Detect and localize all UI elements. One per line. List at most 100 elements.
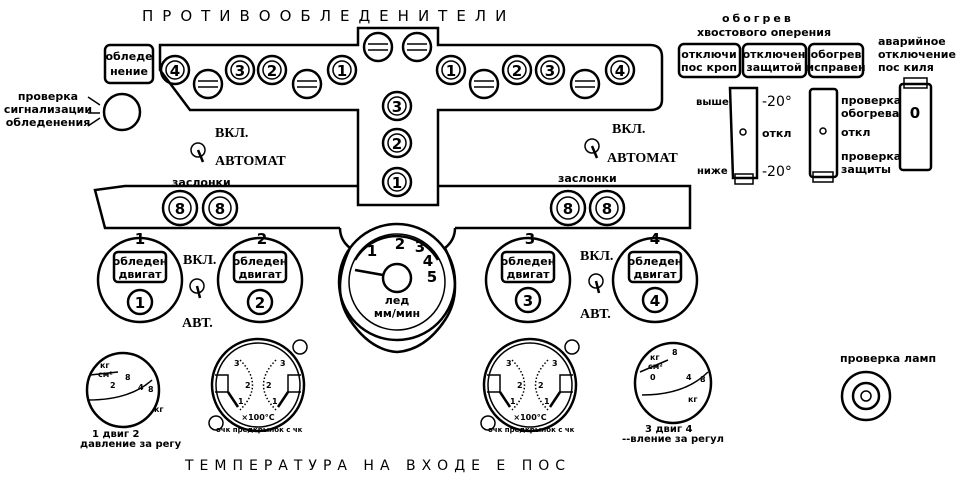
svg-text:2: 2 (395, 235, 405, 253)
svg-text:отключи: отключи (681, 48, 736, 61)
switch-on-label-right: ВКЛ. (612, 122, 645, 137)
label-check-protection: проверка (841, 150, 901, 163)
svg-text:2: 2 (538, 381, 544, 390)
lamp-check-button[interactable] (840, 370, 892, 422)
engine-icing-3: 3 обледен двигат 3 (484, 230, 572, 324)
svg-text:1: 1 (135, 230, 145, 248)
lamp-right-2: 2 (501, 54, 533, 86)
lamp-center-1: 1 (381, 166, 413, 198)
label-off-1: откл (762, 127, 791, 140)
svg-text:8: 8 (700, 375, 706, 384)
lamp-right-1: 1 (435, 54, 467, 86)
flap-indicator: 8 (201, 189, 239, 227)
svg-text:4: 4 (615, 62, 625, 80)
svg-text:3: 3 (415, 238, 425, 256)
svg-text:см²: см² (98, 370, 113, 379)
svg-text:4: 4 (650, 292, 660, 310)
fin-emergency-switch[interactable]: 0 (898, 77, 933, 172)
svg-text:кг: кг (650, 353, 660, 362)
lamp-left-1: 1 (326, 54, 358, 86)
svg-text:8: 8 (215, 200, 225, 218)
svg-text:4: 4 (650, 230, 660, 248)
svg-text:8: 8 (175, 200, 185, 218)
svg-text:аварийное: аварийное (878, 35, 946, 48)
tail-check-switch[interactable] (808, 87, 839, 183)
svg-text:обогрев: обогрев (811, 48, 862, 61)
svg-text:8: 8 (125, 373, 131, 382)
svg-text:двигат: двигат (633, 268, 677, 281)
engine-icing-4: 4 обледен двигат 4 (611, 230, 699, 324)
svg-text:обледе: обледе (105, 50, 152, 63)
svg-text:2: 2 (257, 230, 267, 248)
svg-text:1: 1 (238, 397, 244, 406)
label-below: ниже (697, 166, 728, 177)
svg-text:проверка: проверка (18, 90, 78, 103)
pressure-gauge-left: кг см² 2 8 4 8 кг (85, 351, 164, 429)
svg-text:3: 3 (506, 359, 512, 368)
svg-text:2: 2 (517, 381, 523, 390)
top-heater-panel (158, 26, 664, 207)
label-minus20-bottom: -20° (762, 164, 792, 180)
lamp-right-4: 4 (604, 54, 636, 86)
toggle-switch-engines-1-2[interactable] (189, 278, 205, 299)
svg-text:1: 1 (446, 62, 456, 80)
svg-text:двигат: двигат (506, 268, 550, 281)
svg-text:1: 1 (135, 294, 145, 312)
svg-text:мм/мин: мм/мин (374, 307, 420, 320)
switch-auto-label-eng34: АВТ. (580, 307, 611, 322)
label-minus20-top: -20° (762, 94, 792, 110)
svg-text:кг: кг (154, 405, 164, 414)
lamp-center-stripe (401, 31, 433, 63)
lamp-left-2: 2 (256, 54, 288, 86)
lamp-center-2: 2 (381, 127, 413, 159)
svg-text:8: 8 (672, 348, 678, 357)
flap-indicator: 8 (549, 189, 587, 227)
svg-text:лед: лед (385, 294, 410, 307)
icing-indicator-box: обледе нение (103, 43, 155, 85)
svg-text:3: 3 (545, 62, 555, 80)
svg-text:3: 3 (280, 359, 286, 368)
lamp-center-stripe (362, 31, 394, 63)
svg-text:4: 4 (686, 373, 692, 382)
toggle-switch-engines-3-4[interactable] (588, 273, 604, 294)
temperature-gauge-right: 3 2 1 3 2 1 ×100°C (480, 337, 580, 433)
lamp-left-stripe (192, 68, 224, 100)
svg-text:защитой: защитой (746, 61, 801, 74)
label-check-heating: проверка (841, 94, 901, 107)
tail-temp-switch[interactable] (728, 86, 759, 185)
flap-indicator: 8 (161, 189, 199, 227)
toggle-switch-right-wing[interactable] (584, 138, 600, 159)
switch-auto-label-eng12: АВТ. (182, 316, 213, 331)
switch-auto-label-left: АВТОМАТ (215, 154, 286, 169)
lamp-check-label: проверка ламп (840, 352, 936, 365)
svg-text:кг: кг (100, 361, 110, 370)
flaps-panel (93, 184, 692, 230)
label-check-protection-2: защиты (841, 163, 891, 176)
pressure-gauge-right: кг см² 0 8 4 8 кг (633, 341, 713, 425)
svg-text:3: 3 (234, 359, 240, 368)
svg-text:1: 1 (510, 397, 516, 406)
svg-text:1: 1 (392, 174, 402, 192)
svg-text:3: 3 (552, 359, 558, 368)
svg-text:обледен: обледен (113, 255, 168, 268)
icing-check-button[interactable] (102, 92, 142, 132)
svg-text:нение: нение (110, 65, 148, 78)
svg-text:8: 8 (563, 200, 573, 218)
svg-text:обледенения: обледенения (6, 116, 91, 129)
svg-text:2: 2 (392, 135, 402, 153)
toggle-switch-left-wing[interactable] (190, 142, 206, 163)
lamp-right-stripe (468, 68, 500, 100)
label-off-2: откл (841, 126, 870, 139)
svg-text:обледен: обледен (233, 255, 288, 268)
label-check-heating-2: обогрева (841, 107, 899, 120)
svg-text:4: 4 (423, 252, 433, 270)
lamp-right-3: 3 (534, 54, 566, 86)
lamp-left-stripe (291, 68, 323, 100)
temperature-right-labels: очк предкрылок с чк (488, 426, 575, 434)
engine-icing-1: 1 обледен двигат 1 (96, 230, 184, 324)
svg-text:4: 4 (138, 383, 144, 392)
